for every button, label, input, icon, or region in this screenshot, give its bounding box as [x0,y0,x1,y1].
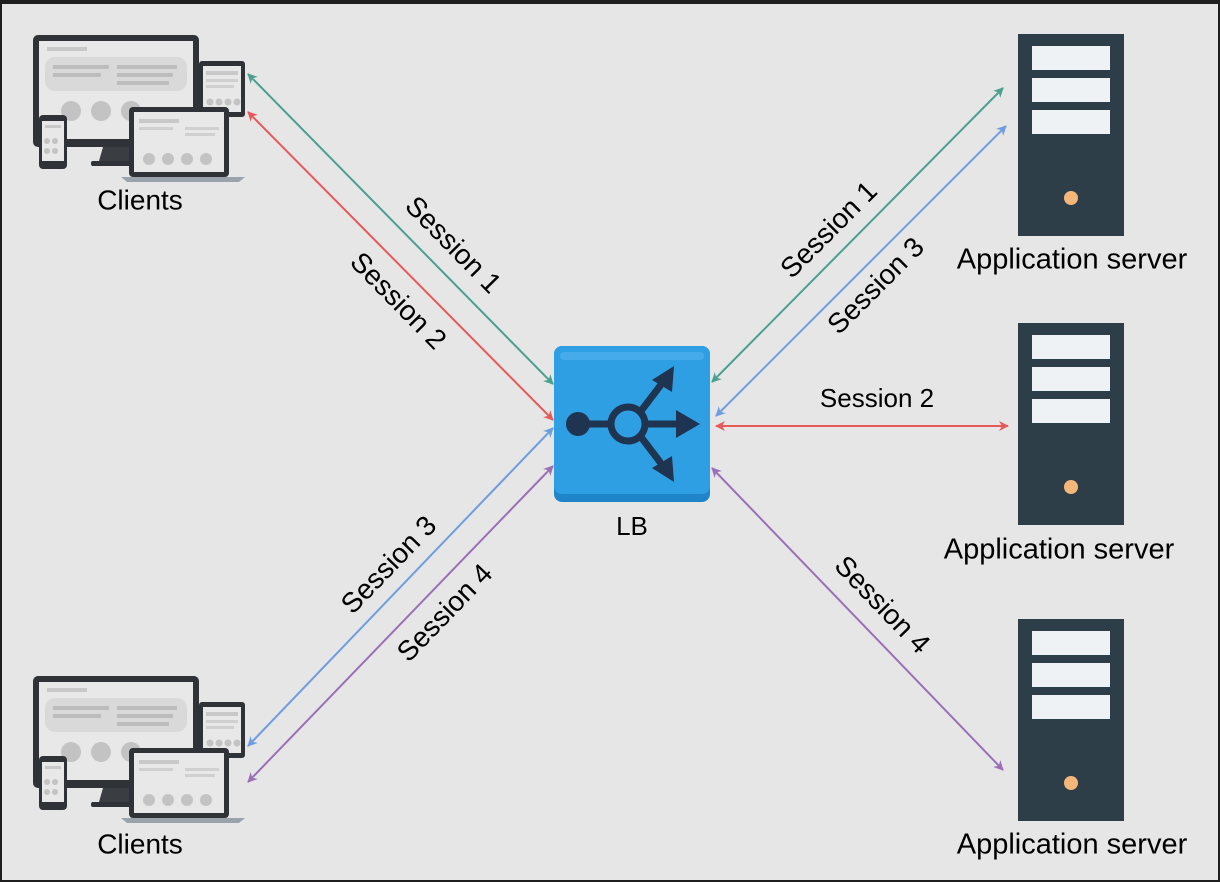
server3-session4-arrow [711,467,1004,771]
server-group-middle: Application server [944,323,1175,566]
client-bottom-label: Clients [97,828,183,859]
load-balancer: LB [554,346,710,541]
server-tower-icon [1018,34,1124,236]
server2-session2-label: Session 2 [820,383,934,413]
server1-session3-arrow [715,125,1007,417]
client-group-bottom: Clients [33,676,245,859]
client-top-label: Clients [97,184,183,215]
server-tower-icon [1018,323,1124,525]
server-bottom-label: Application server [957,829,1188,861]
client1-session2-arrow [247,111,554,421]
server-group-bottom: Application server [957,619,1188,861]
server-top-label: Application server [957,244,1188,276]
client-group-top: Clients [33,35,245,215]
load-balancer-icon [574,382,682,466]
server-tower-icon [1018,619,1124,821]
load-balancer-label: LB [616,511,648,541]
client2-session4-arrow [247,465,554,783]
server-group-top: Application server [957,34,1188,276]
server-middle-label: Application server [944,534,1175,566]
